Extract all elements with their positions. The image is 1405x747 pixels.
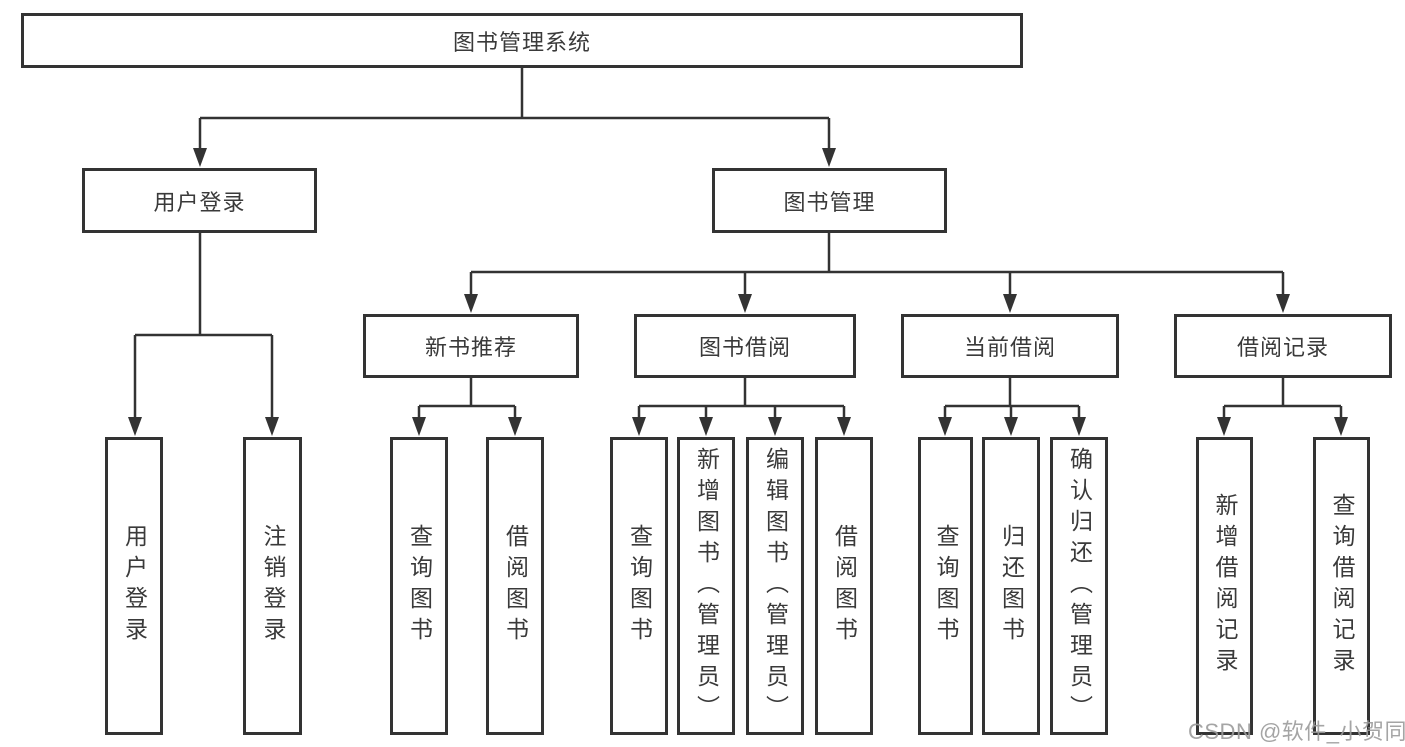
leaf-records-add: 新增借阅记录 — [1196, 437, 1253, 735]
node-user-login: 用户登录 — [82, 168, 317, 233]
leaf-records-query: 查询借阅记录 — [1313, 437, 1370, 735]
leaf-label: 查询图书 — [626, 524, 653, 648]
leaf-borrow-add: 新增图书（管理员） — [677, 437, 735, 735]
leaf-current-return: 归还图书 — [982, 437, 1040, 735]
leaf-label: 注销登录 — [260, 524, 286, 648]
leaf-logout: 注销登录 — [243, 437, 302, 735]
leaf-borrow-borrow: 借阅图书 — [815, 437, 873, 735]
leaf-label: 借阅图书 — [502, 524, 529, 648]
leaf-current-confirm: 确认归还（管理员） — [1050, 437, 1108, 735]
node-borrow-records: 借阅记录 — [1174, 314, 1392, 378]
leaf-label: 确认归还（管理员） — [1066, 446, 1093, 726]
leaf-label: 编辑图书（管理员） — [762, 446, 789, 726]
node-book-management: 图书管理 — [712, 168, 947, 233]
leaf-current-query: 查询图书 — [918, 437, 973, 735]
leaf-newbook-query: 查询图书 — [390, 437, 448, 735]
leaf-label: 查询图书 — [933, 524, 959, 648]
leaf-newbook-borrow: 借阅图书 — [486, 437, 544, 735]
node-current-borrowing: 当前借阅 — [901, 314, 1119, 378]
leaf-borrow-edit: 编辑图书（管理员） — [746, 437, 804, 735]
node-book-borrowing: 图书借阅 — [634, 314, 856, 378]
leaf-label: 借阅图书 — [831, 524, 858, 648]
watermark: CSDN @软件_小贺同学 — [1188, 719, 1405, 744]
leaf-label: 新增图书（管理员） — [693, 446, 720, 726]
node-root: 图书管理系统 — [21, 13, 1023, 68]
leaf-label: 归还图书 — [998, 524, 1025, 648]
leaf-user-login: 用户登录 — [105, 437, 163, 735]
leaf-label: 用户登录 — [121, 524, 148, 648]
node-new-book-recommend: 新书推荐 — [363, 314, 579, 378]
leaf-label: 新增借阅记录 — [1212, 493, 1238, 679]
leaf-borrow-query: 查询图书 — [610, 437, 668, 735]
leaf-label: 查询借阅记录 — [1329, 493, 1355, 679]
leaf-label: 查询图书 — [406, 524, 433, 648]
